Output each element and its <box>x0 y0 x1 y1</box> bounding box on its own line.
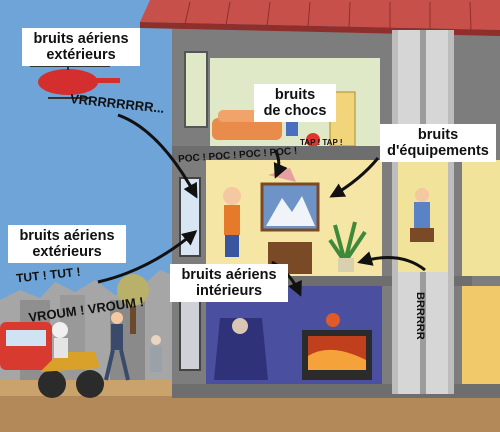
helicopter <box>30 65 120 99</box>
window <box>179 177 201 257</box>
arrow-impact <box>273 149 288 179</box>
street-scene <box>0 274 162 398</box>
arrow-equipment <box>329 157 380 198</box>
arrows <box>97 113 426 297</box>
man <box>223 187 241 205</box>
arrow-elevator <box>357 251 426 272</box>
arrow-helicopter <box>117 113 198 199</box>
sound-tap: TAP ! TAP ! <box>300 138 343 147</box>
sound-elevator: BRRRRR <box>414 292 426 340</box>
ball <box>306 133 320 147</box>
building <box>140 0 500 398</box>
sofa <box>212 118 282 140</box>
roof <box>140 0 500 30</box>
arrow-interior <box>271 260 302 297</box>
arrow-street <box>97 230 198 284</box>
